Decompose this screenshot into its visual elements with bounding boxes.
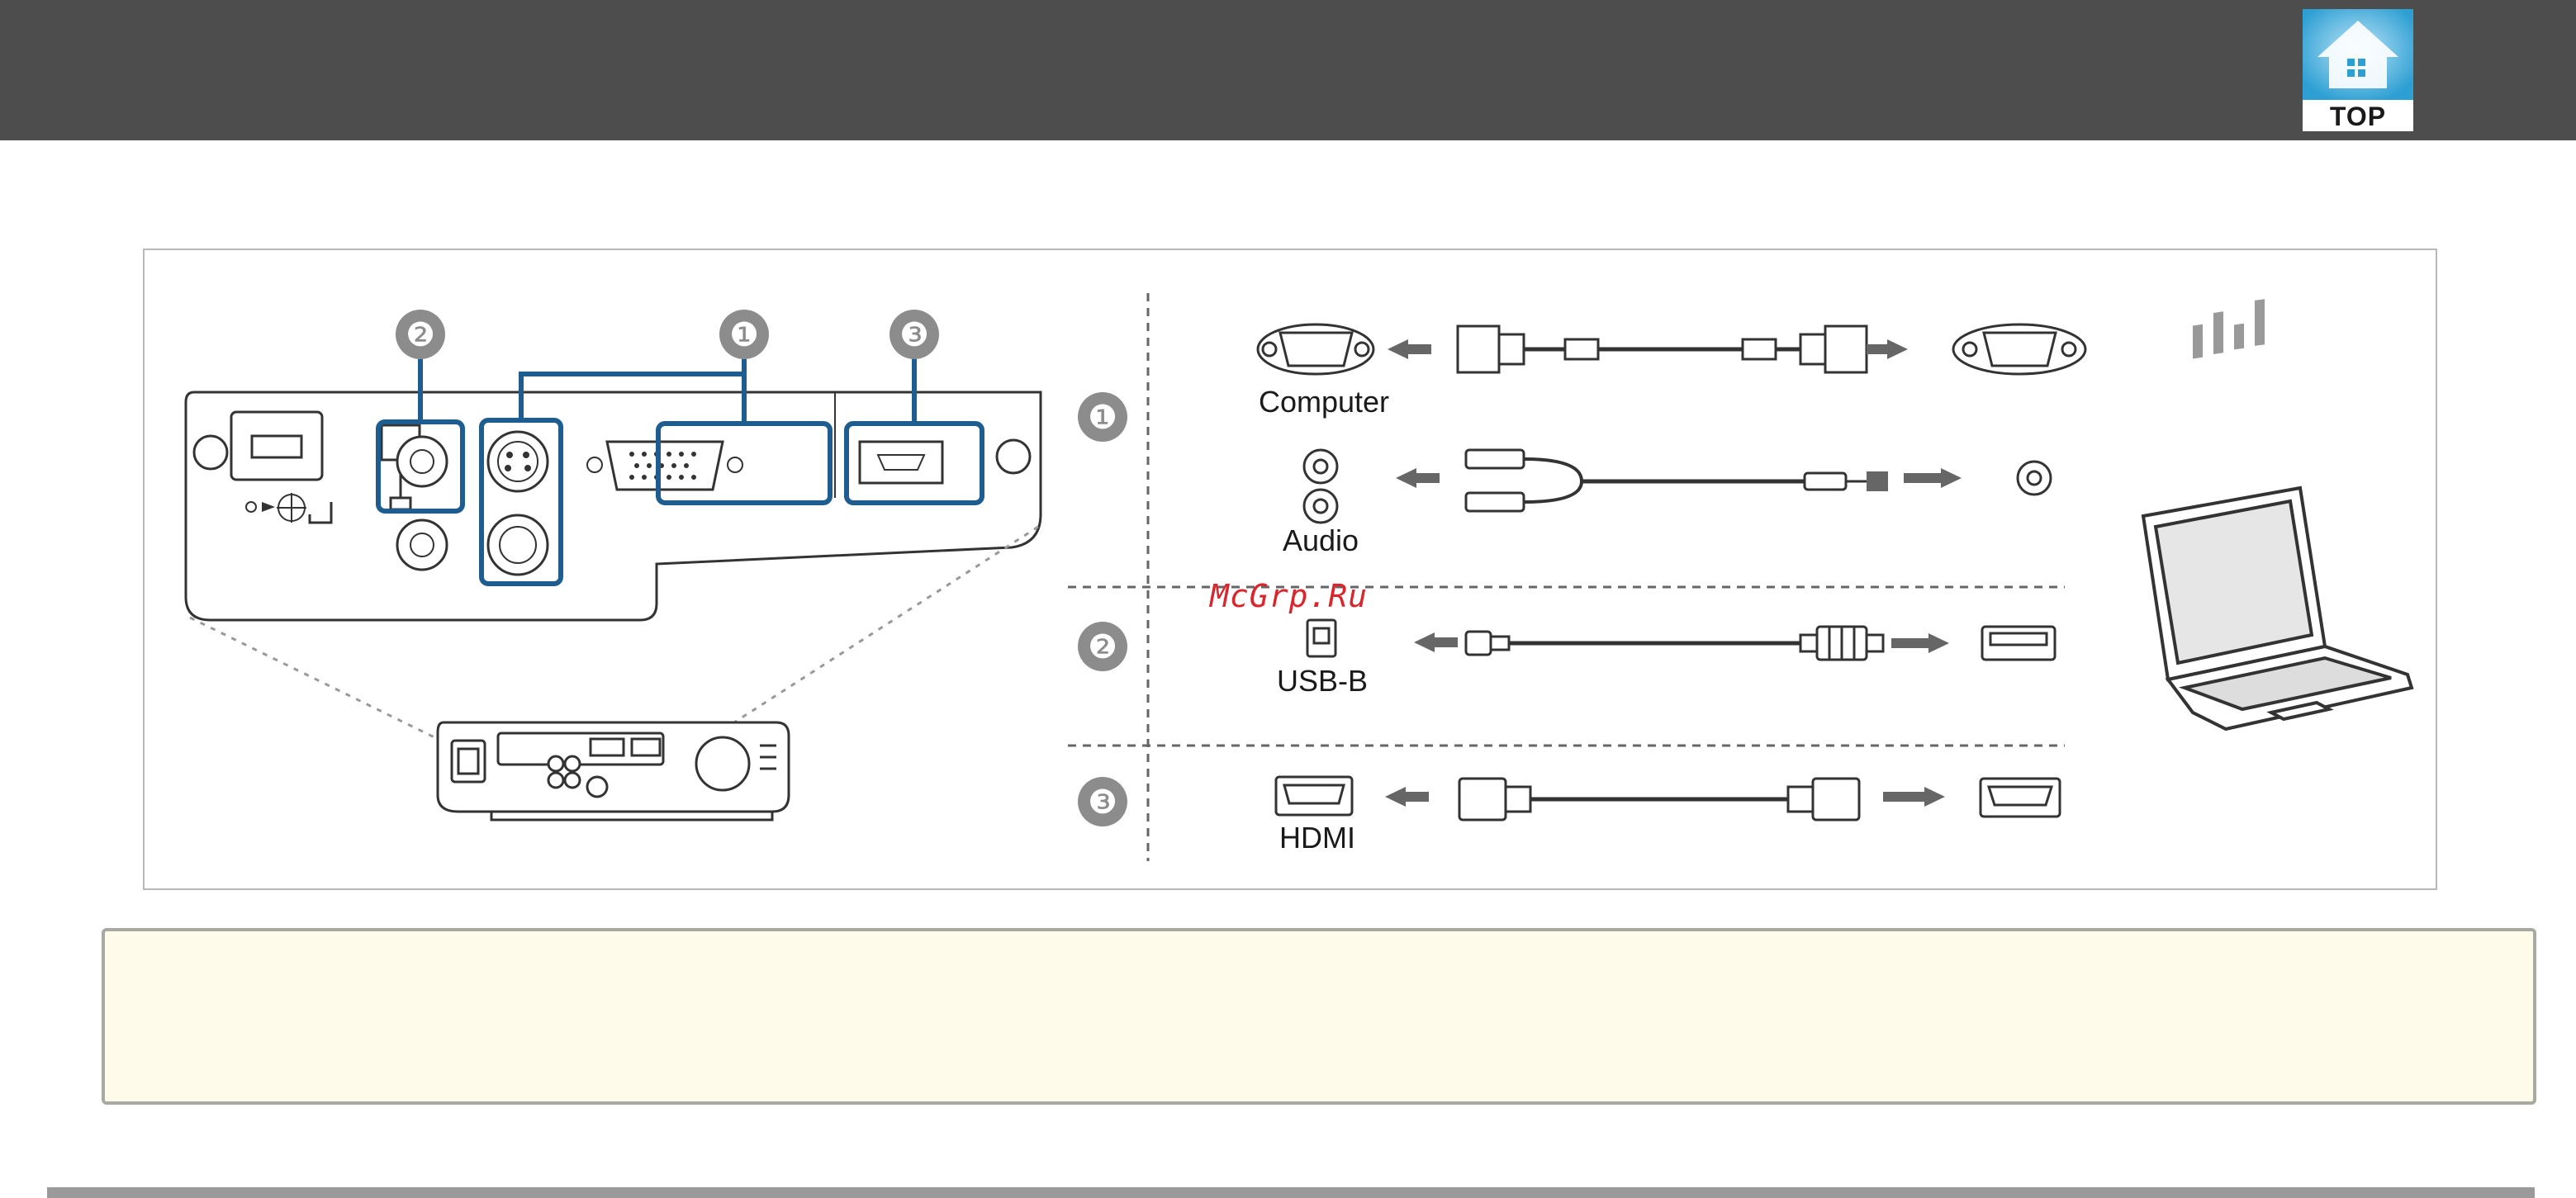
watermark-text: McGrp.Ru: [1210, 578, 1368, 614]
audio-cable-row: [1304, 450, 2051, 523]
connection-diagram: ❷ ❶ ❸: [143, 249, 2437, 890]
computer-label: Computer: [1259, 385, 1389, 419]
header-bar: [0, 0, 2576, 140]
hdmi-cable-row: [1276, 777, 2060, 820]
footer-bar: [47, 1187, 2535, 1198]
vga-cable-row: [1258, 324, 2085, 374]
callout-1-panel: ❶: [729, 317, 759, 353]
laptop-icon: [2143, 299, 2412, 729]
audio-label: Audio: [1283, 523, 1359, 557]
projector-icon: [438, 722, 789, 820]
top-button[interactable]: TOP: [2303, 9, 2413, 131]
hdmi-label: HDMI: [1279, 821, 1355, 855]
projector-panel-closeup: [186, 392, 1041, 620]
callout-3-panel: ❸: [899, 317, 929, 353]
usb-cable-row: [1307, 620, 2055, 660]
row-callouts: ❶ ❷ ❸: [1078, 392, 1127, 826]
callout-2-panel: ❷: [406, 317, 435, 353]
usb-label: USB-B: [1277, 664, 1368, 698]
note-box: [102, 928, 2536, 1105]
callout-3-row: ❸: [1088, 784, 1117, 821]
callout-1-row: ❶: [1088, 400, 1117, 436]
callout-2-row: ❷: [1088, 629, 1117, 665]
panel-callouts: ❷ ❶ ❸: [396, 310, 939, 359]
top-button-label: TOP: [2303, 102, 2413, 132]
